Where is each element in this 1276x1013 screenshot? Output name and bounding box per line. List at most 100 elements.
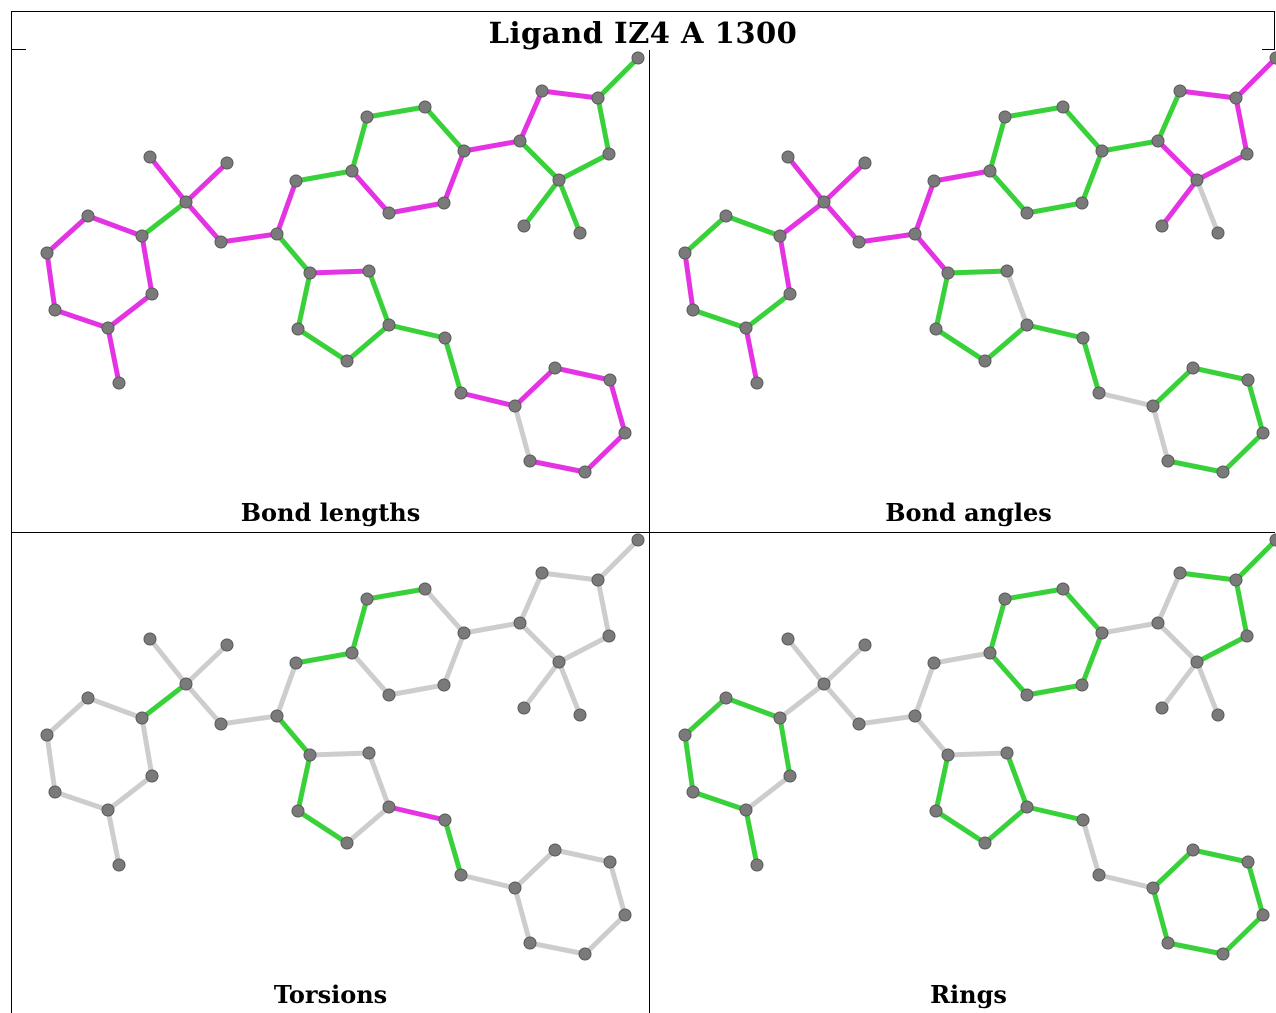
atom [48, 303, 62, 317]
bond [1004, 268, 1030, 328]
bond [690, 307, 749, 331]
panel-torsions: Torsions [11, 532, 649, 1013]
atom [214, 717, 228, 731]
bond [512, 885, 533, 946]
atom [143, 150, 157, 164]
bond [1245, 377, 1266, 436]
bond [1245, 859, 1266, 918]
bond [1060, 586, 1105, 636]
bond [556, 177, 583, 236]
atom [143, 632, 157, 646]
atom [817, 677, 831, 691]
atom [852, 235, 866, 249]
bond [582, 430, 628, 475]
bond [607, 859, 628, 918]
atom [1020, 800, 1034, 814]
atom [1256, 426, 1270, 440]
bond [682, 250, 696, 313]
atom [773, 229, 787, 243]
atom [1056, 582, 1070, 596]
bond [52, 789, 111, 813]
atom [1092, 386, 1106, 400]
atom [603, 373, 617, 387]
atom [1146, 881, 1160, 895]
atom [303, 266, 317, 280]
bond [912, 178, 937, 237]
atom [382, 206, 396, 220]
bond [293, 650, 355, 666]
atom [81, 209, 95, 223]
atom [508, 399, 522, 413]
bond [422, 104, 467, 154]
bond [183, 199, 224, 245]
bond [1024, 804, 1086, 823]
bond [1233, 55, 1276, 101]
atom [1075, 196, 1089, 210]
divider-top-right [1262, 49, 1275, 50]
bond [1099, 620, 1161, 636]
atom [983, 164, 997, 178]
atom [719, 209, 733, 223]
atom [513, 134, 527, 148]
bond [1159, 659, 1200, 711]
bond [1080, 335, 1102, 396]
atom [618, 908, 632, 922]
bond [595, 577, 612, 639]
bond [295, 270, 313, 332]
bond [364, 586, 428, 602]
atom [1000, 264, 1014, 278]
bond [1002, 104, 1066, 120]
atom [578, 947, 592, 961]
atom [438, 331, 452, 345]
atom [517, 701, 531, 715]
bond [147, 154, 189, 205]
bond [349, 114, 370, 174]
bond [856, 231, 918, 245]
bond [1024, 200, 1085, 216]
bond [777, 681, 827, 721]
atom [678, 728, 692, 742]
figure-title: Ligand IZ4 A 1300 [488, 16, 798, 50]
bond [821, 199, 862, 245]
atom [927, 174, 941, 188]
atom [1269, 51, 1276, 65]
atom [978, 354, 992, 368]
atom [81, 691, 95, 705]
atom [523, 454, 537, 468]
bond [912, 660, 937, 719]
atom [1151, 134, 1165, 148]
bond [521, 659, 562, 711]
atom [179, 677, 193, 691]
panel-caption: Bond angles [885, 498, 1052, 527]
atom [270, 227, 284, 241]
atom [508, 881, 522, 895]
bond [386, 200, 447, 216]
atom [418, 100, 432, 114]
atom [437, 196, 451, 210]
atom [382, 318, 396, 332]
atom [941, 266, 955, 280]
bond [183, 642, 230, 687]
atom [457, 144, 471, 158]
bond [1190, 847, 1251, 865]
bond [1194, 177, 1221, 236]
bond [595, 537, 641, 583]
atom [1173, 84, 1187, 98]
bond [1150, 403, 1171, 464]
bond [1177, 88, 1239, 101]
bond [987, 596, 1008, 656]
bond [105, 325, 122, 386]
bond [1165, 458, 1226, 475]
atom [573, 708, 587, 722]
bond [821, 642, 868, 687]
atom [340, 836, 354, 850]
atom [112, 858, 126, 872]
atom [101, 321, 115, 335]
atom [535, 566, 549, 580]
atom [552, 173, 566, 187]
atom [1211, 708, 1225, 722]
bond [44, 250, 58, 313]
bond [682, 213, 729, 256]
bond [218, 713, 280, 727]
bond [1150, 365, 1196, 409]
